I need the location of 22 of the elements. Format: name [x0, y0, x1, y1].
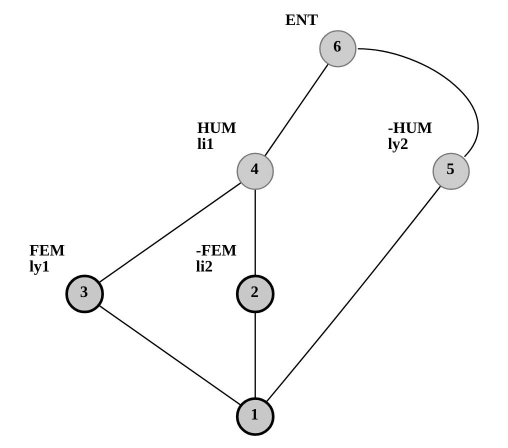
node-label: HUM: [197, 120, 236, 137]
node-circle: 6: [319, 30, 357, 68]
node-circle: 4: [236, 152, 274, 190]
node-circle: 1: [236, 397, 275, 436]
node-label: ly2: [388, 136, 408, 153]
node-label: -FEM: [196, 242, 237, 260]
node-circle: 3: [65, 274, 104, 314]
node-label: li1: [197, 136, 214, 153]
node-label: ly1: [29, 258, 50, 276]
connector: [358, 48, 478, 158]
node-circle: 2: [236, 274, 275, 314]
connector: [98, 182, 242, 283]
connector: [264, 64, 329, 156]
connector: [254, 189, 256, 276]
connector: [254, 312, 256, 398]
node-label: FEM: [29, 242, 65, 260]
node-label: -HUM: [388, 120, 432, 137]
node-circle: 5: [432, 152, 470, 190]
node-label: ENT: [285, 12, 318, 29]
connector: [266, 186, 442, 402]
connector: [98, 304, 242, 406]
node-label: li2: [196, 258, 213, 276]
